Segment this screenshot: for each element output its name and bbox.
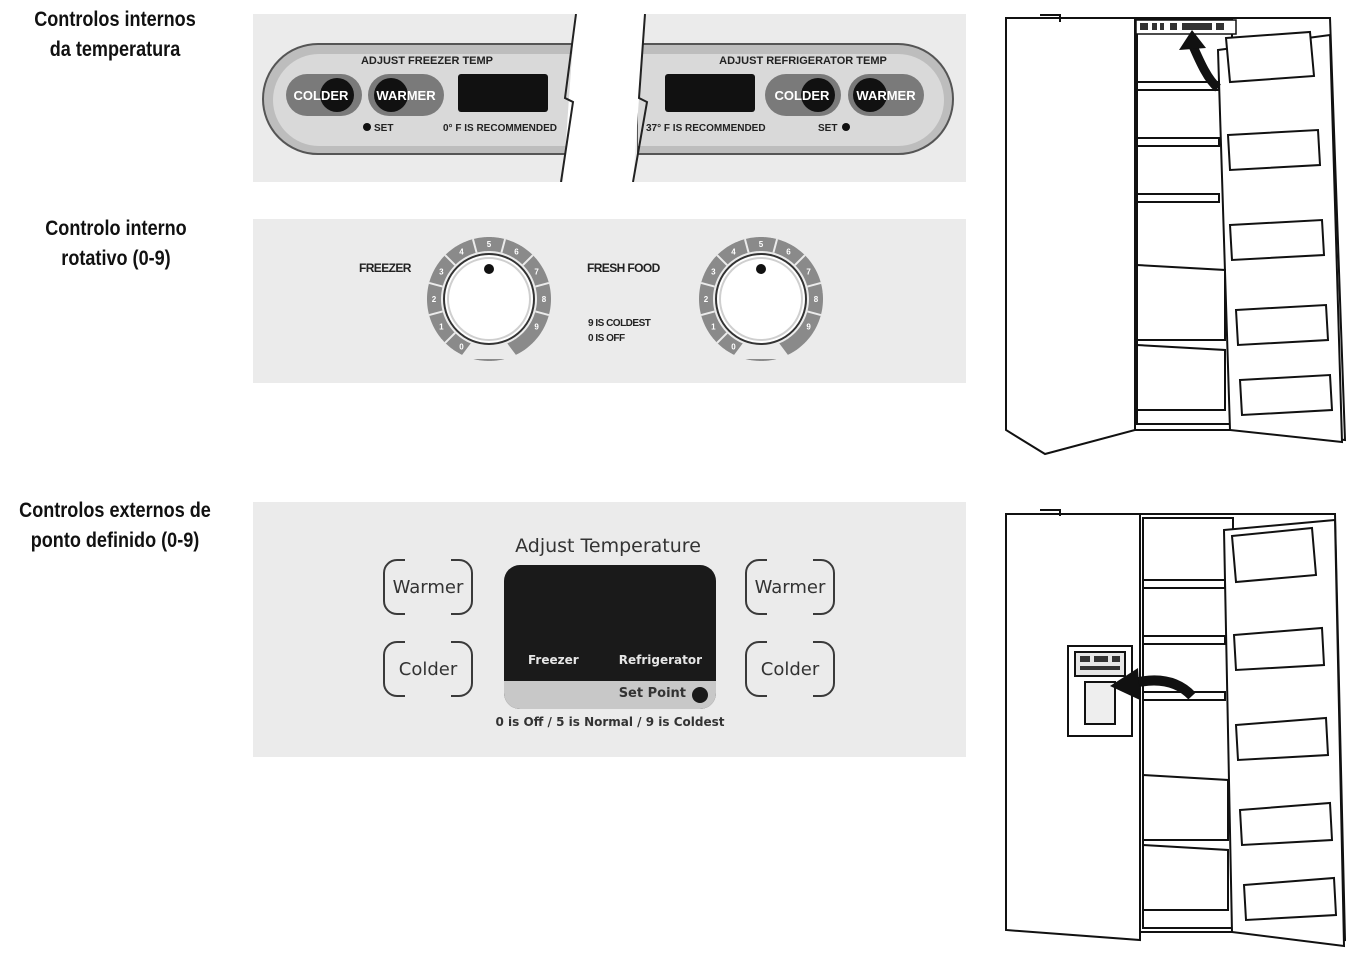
door-bin — [1228, 218, 1326, 262]
dial-number: 4 — [459, 247, 464, 256]
crisper-drawer — [1142, 843, 1229, 911]
set-point-dot — [692, 687, 708, 703]
dial-number: 4 — [731, 247, 736, 256]
fresh-food-dial[interactable]: 0 1 2 3 4 5 6 7 8 9 — [699, 237, 823, 361]
door-bin — [1232, 626, 1326, 672]
freezer-dial-label: FREEZER — [359, 261, 412, 275]
label-rotary: Controlo interno rotativo (0-9) — [45, 217, 187, 270]
dial-number: 5 — [487, 240, 492, 249]
arrow-to-controls — [1188, 44, 1222, 92]
door-bin — [1242, 876, 1338, 922]
display-refrigerator-label: Refrigerator — [618, 653, 702, 667]
set-point-bar[interactable]: Set Point — [504, 681, 716, 709]
refrigerator-warmer-button-external[interactable]: Warmer — [745, 558, 835, 616]
freezer-colder-button-external[interactable]: Colder — [383, 640, 473, 698]
dial-indicator-dot — [484, 264, 494, 274]
dial-number: 0 — [459, 343, 464, 352]
dial-number: 9 — [806, 323, 811, 332]
freezer-title: ADJUST FREEZER TEMP — [361, 55, 493, 67]
label-external: Controlos externos de ponto definido (0-… — [19, 499, 211, 552]
door-bin — [1230, 526, 1318, 584]
svg-text:37° F IS RECOMMENDED: 37° F IS RECOMMENDED — [646, 123, 766, 134]
dial-number: 1 — [439, 323, 444, 332]
label-internal-temp: Controlos internos da temperatura — [34, 8, 196, 61]
external-title: Adjust Temperature — [515, 535, 701, 557]
dial-number: 7 — [806, 268, 811, 277]
dial-number: 8 — [814, 295, 819, 304]
external-note: 0 is Off / 5 is Normal / 9 is Coldest — [495, 715, 725, 729]
door-bin — [1238, 373, 1334, 417]
shelf — [1136, 193, 1220, 203]
internal-temp-panel-art: ADJUST FREEZER TEMP COLDER WARMER SET 0°… — [262, 13, 954, 183]
svg-text:COLDER: COLDER — [294, 88, 350, 103]
refrigerator-warmer-button[interactable]: WARMER — [848, 74, 924, 116]
door-bin — [1234, 303, 1330, 347]
dial-number: 8 — [542, 295, 547, 304]
refrigerator-display — [665, 74, 755, 112]
external-display: Freezer Refrigerator Set Point — [504, 565, 716, 709]
crisper-drawer — [1136, 343, 1226, 411]
dial-number: 7 — [534, 268, 539, 277]
panel-break-gap — [563, 14, 645, 182]
freezer-warmer-button[interactable]: WARMER — [368, 74, 444, 116]
shelf — [1142, 635, 1226, 645]
refrigerator-title: ADJUST REFRIGERATOR TEMP — [719, 55, 887, 67]
dial-knob — [443, 253, 535, 345]
freezer-dial[interactable]: 0 1 2 3 4 5 6 7 8 9 — [427, 237, 551, 361]
freezer-set-dot — [363, 123, 371, 131]
dial-number: 3 — [439, 268, 444, 277]
freezer-display — [458, 74, 548, 112]
dispenser-well — [1084, 681, 1116, 725]
dial-number: 2 — [704, 295, 709, 304]
svg-text:SET: SET — [374, 123, 393, 134]
internal-temp-panel: ADJUST FREEZER TEMP COLDER WARMER SET 0°… — [253, 13, 966, 183]
dial-knob — [715, 253, 807, 345]
dispenser-control-panel — [1074, 651, 1126, 677]
refrigerator-colder-button-external[interactable]: Colder — [745, 640, 835, 698]
svg-text:SET: SET — [818, 123, 837, 134]
shelf — [1142, 579, 1226, 589]
arrow-head-icon — [1179, 30, 1206, 50]
refrigerator-internal-illustration — [1005, 14, 1347, 456]
svg-text:WARMER: WARMER — [376, 88, 436, 103]
rotary-note-off: 0 IS OFF — [588, 333, 625, 344]
rotary-note-coldest: 9 IS COLDEST — [588, 318, 651, 329]
rotary-panel-art: FREEZER FRESH FOOD 9 IS COLDEST 0 IS OFF… — [359, 237, 823, 361]
arrow-head-icon — [1110, 668, 1140, 700]
freezer-warmer-button-external[interactable]: Warmer — [383, 558, 473, 616]
refrigerator-external-illustration — [1005, 509, 1347, 948]
freezer-colder-button[interactable]: COLDER — [286, 74, 362, 116]
display-freezer-label: Freezer — [528, 653, 579, 667]
dial-number: 6 — [514, 247, 519, 256]
shelf — [1136, 81, 1220, 91]
svg-text:COLDER: COLDER — [775, 88, 831, 103]
crisper-drawer — [1142, 773, 1229, 841]
shelf — [1136, 137, 1220, 147]
door-bin — [1238, 801, 1334, 847]
svg-text:WARMER: WARMER — [856, 88, 916, 103]
dial-number: 5 — [759, 240, 764, 249]
refrigerator-set-dot — [842, 123, 850, 131]
dial-indicator-dot — [756, 264, 766, 274]
door-bin — [1224, 30, 1316, 84]
dial-number: 3 — [711, 268, 716, 277]
svg-text:0° F IS RECOMMENDED: 0° F IS RECOMMENDED — [443, 123, 557, 134]
door-bin — [1234, 716, 1330, 762]
rotary-panel: FREEZER FRESH FOOD 9 IS COLDEST 0 IS OFF… — [253, 219, 966, 383]
dial-number: 0 — [731, 343, 736, 352]
dial-number: 2 — [432, 295, 437, 304]
freezer-door — [1005, 17, 1136, 456]
dial-number: 9 — [534, 323, 539, 332]
dial-number: 1 — [711, 323, 716, 332]
door-bin — [1226, 128, 1322, 172]
crisper-drawer — [1136, 263, 1226, 341]
fresh-food-dial-label: FRESH FOOD — [587, 261, 661, 275]
refrigerator-colder-button[interactable]: COLDER — [765, 74, 841, 116]
dial-number: 6 — [786, 247, 791, 256]
